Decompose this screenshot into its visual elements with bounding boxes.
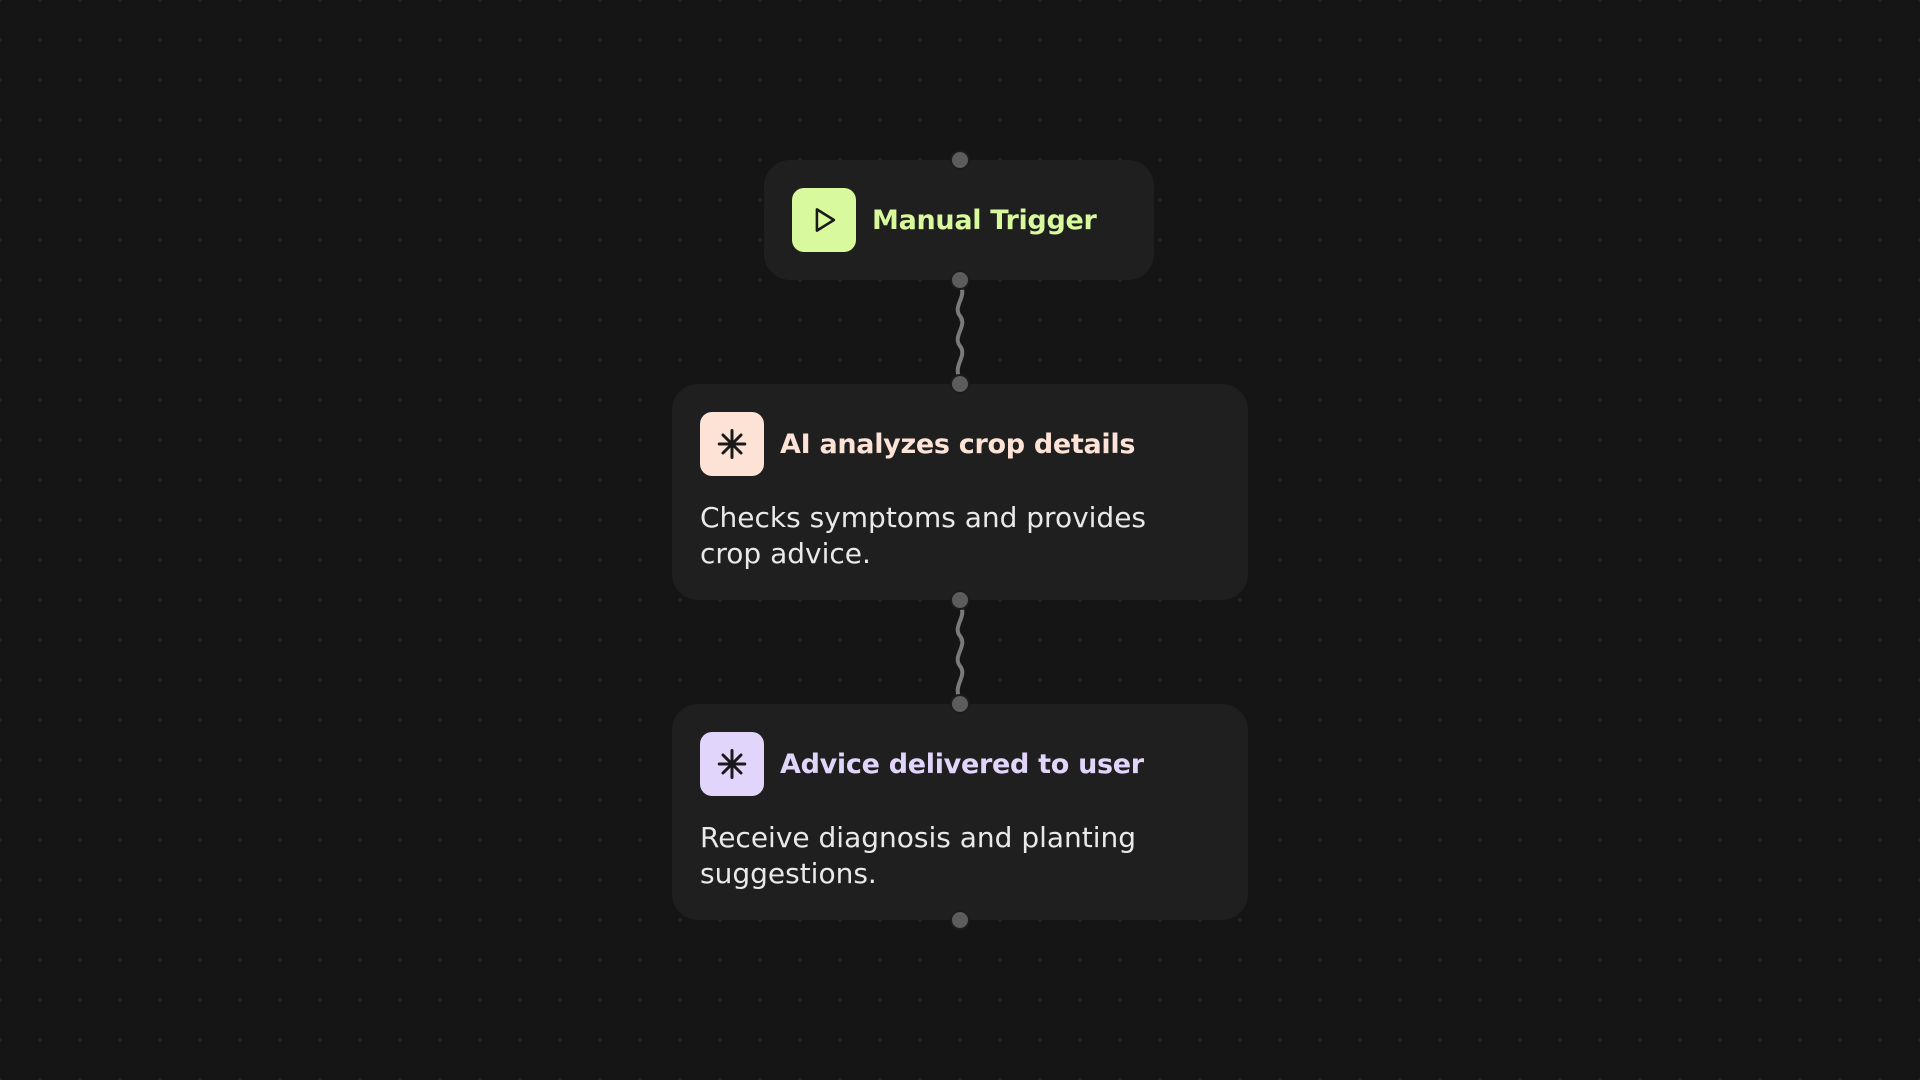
node-header: AI analyzes crop details bbox=[700, 412, 1220, 476]
connector-trigger-to-analyze bbox=[955, 284, 965, 380]
deliver-input-port[interactable] bbox=[950, 694, 970, 714]
node-title: Advice delivered to user bbox=[780, 748, 1144, 780]
node-header: Advice delivered to user bbox=[700, 732, 1220, 796]
node-ai-analyzes[interactable]: AI analyzes crop details Checks symptoms… bbox=[672, 384, 1248, 600]
node-description: Checks symptoms and provides crop advice… bbox=[700, 501, 1147, 570]
analyze-icon-box bbox=[700, 412, 764, 476]
analyze-input-port[interactable] bbox=[950, 374, 970, 394]
play-icon bbox=[815, 208, 836, 232]
node-manual-trigger[interactable]: Manual Trigger bbox=[764, 160, 1154, 280]
node-title: Manual Trigger bbox=[872, 204, 1097, 236]
analyze-output-port[interactable] bbox=[950, 590, 970, 610]
node-description: Receive diagnosis and planting suggestio… bbox=[700, 821, 1137, 890]
deliver-output-port[interactable] bbox=[950, 910, 970, 930]
trigger-output-port[interactable] bbox=[950, 270, 970, 290]
deliver-icon-box bbox=[700, 732, 764, 796]
sparkle-icon bbox=[717, 749, 747, 779]
sparkle-icon bbox=[717, 429, 747, 459]
connector-analyze-to-deliver bbox=[955, 604, 965, 700]
trigger-icon-box bbox=[792, 188, 856, 252]
node-title: AI analyzes crop details bbox=[780, 428, 1136, 460]
trigger-input-port[interactable] bbox=[950, 150, 970, 170]
node-header: Manual Trigger bbox=[792, 188, 1097, 252]
node-advice-delivered[interactable]: Advice delivered to user Receive diagnos… bbox=[672, 704, 1248, 920]
